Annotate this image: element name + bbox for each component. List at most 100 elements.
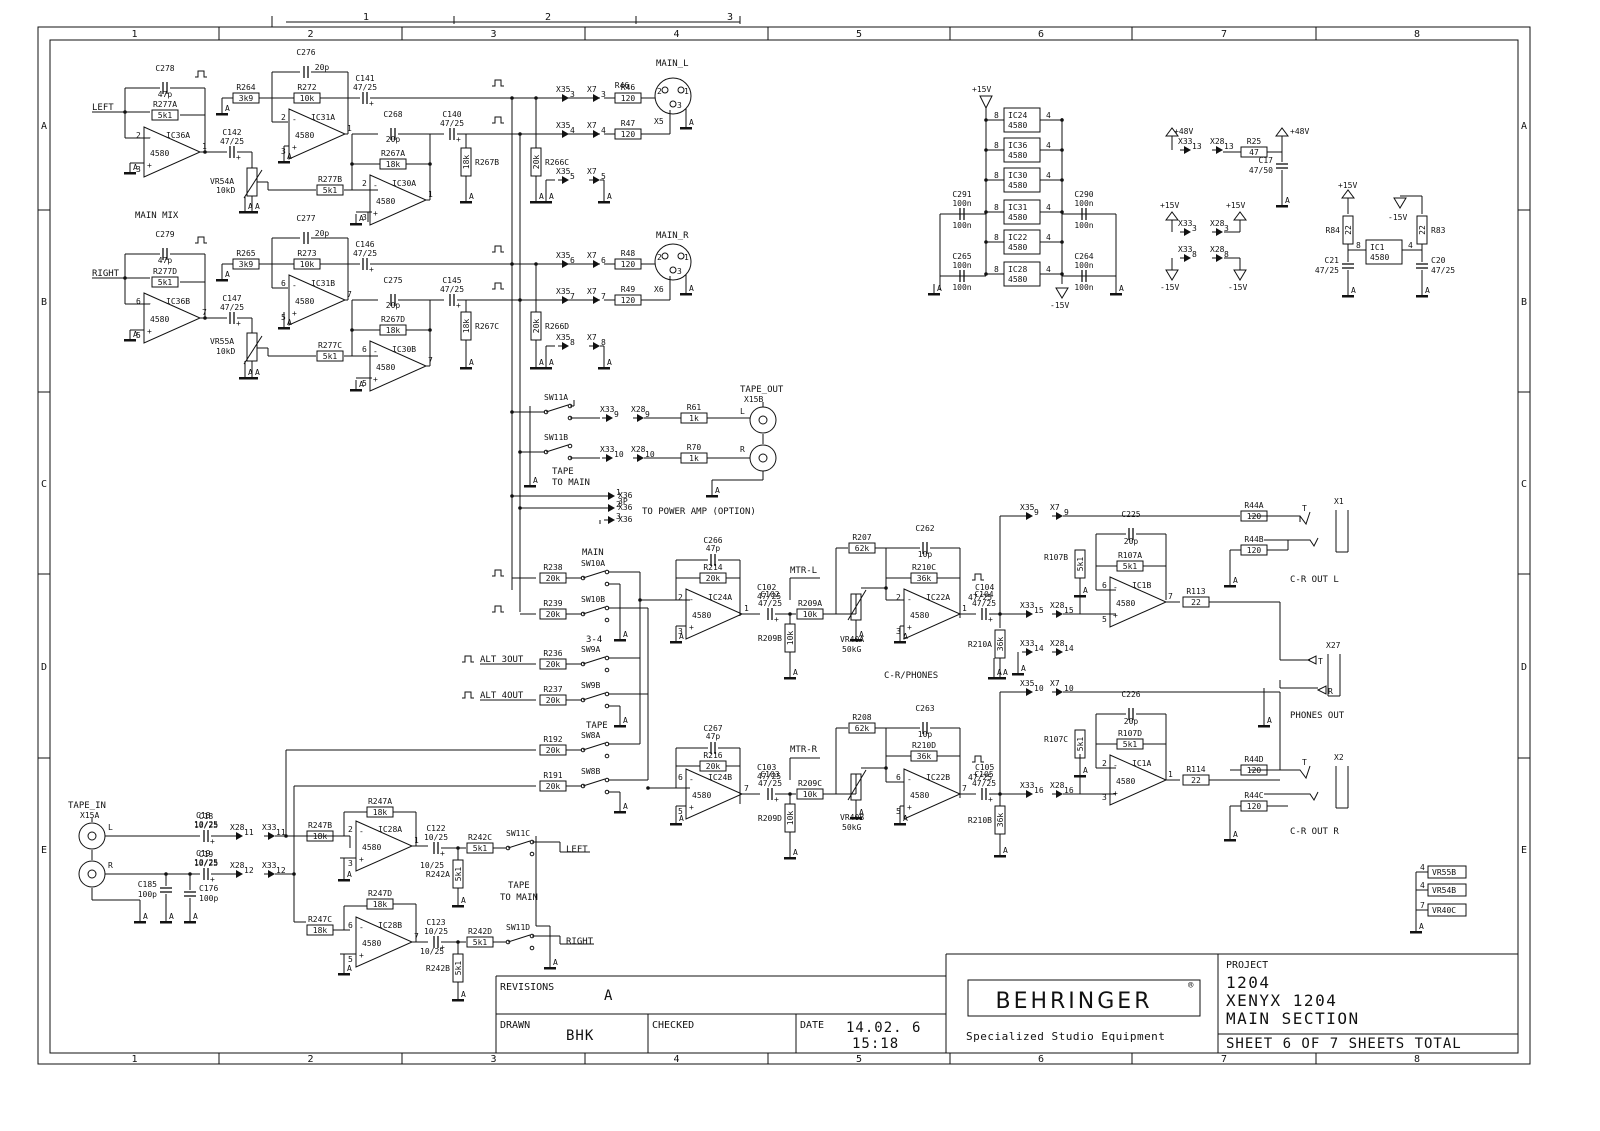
switch-sw11b[interactable] (543, 443, 573, 461)
pin-number: 4 (1408, 241, 1413, 250)
capacitor-value: 20p (386, 135, 401, 144)
resistor-r242c (466, 842, 494, 854)
section-label-power-amp: TO POWER AMP (OPTION) (642, 507, 756, 517)
connector-ref: X28 (1210, 219, 1225, 228)
resistor-value: 20k (546, 696, 561, 705)
resistor-value: 5k1 (454, 867, 463, 882)
label: C19 (196, 849, 211, 858)
opamp-noninverting: + (147, 327, 152, 336)
ic-part: 4580 (1008, 213, 1027, 222)
wiring (91, 71, 1428, 990)
pin-number: 9 (1064, 508, 1069, 517)
switch-sw8b[interactable] (580, 777, 610, 795)
connector-ref: X28 (1050, 639, 1065, 648)
resistor-value: 18k (313, 926, 328, 935)
switch-sw10b[interactable] (580, 605, 610, 623)
capacitor-value: 47/25 (1315, 266, 1339, 275)
capacitor-ref: C185 (138, 880, 157, 889)
capacitor-value: 20p (315, 229, 330, 238)
jack-ref: X27 (1326, 641, 1341, 650)
switch-sw11a[interactable] (543, 403, 573, 421)
pin-number: 1 (744, 604, 749, 613)
ground-label: A (1119, 284, 1124, 293)
ground-label: A (689, 118, 694, 127)
jack-tip: T (1302, 504, 1307, 513)
opamp-part: 4580 (910, 791, 929, 800)
resistor-value: 22 (1191, 776, 1201, 785)
ground-symbol (1416, 295, 1428, 298)
drawn-by-value: BHK (566, 1028, 594, 1044)
pot-ref-vr40c (1427, 903, 1467, 917)
ground-symbol (530, 201, 542, 204)
resistor-value: 5k1 (158, 278, 173, 287)
rail-label: +15V (972, 85, 991, 94)
opamp-ref: IC31B (311, 279, 335, 288)
pin-number: 3 (677, 101, 682, 110)
ground-symbol (1224, 839, 1236, 842)
resistor-ref: R210A (968, 640, 992, 649)
tape-to-main-label: TAPE (508, 881, 530, 891)
resistor-ref: R242A (426, 870, 450, 879)
jack-ref: X2 (1334, 753, 1344, 762)
opamp-ic28b (355, 916, 414, 968)
pin-number: 3 (1102, 793, 1107, 802)
resistor-ref: R44B (1244, 535, 1263, 544)
pot-value: 50kG (842, 645, 861, 654)
resistor-r83 (1416, 215, 1428, 245)
opamp-noninverting: + (359, 951, 364, 960)
resistor-ref: R264 (236, 83, 255, 92)
brand-registered-mark: ® (1188, 981, 1194, 991)
power-ic-ic36 (1003, 137, 1041, 163)
pin-number: 8 (994, 233, 999, 242)
ground-symbol (850, 817, 862, 820)
capacitor-value: 47/25 (972, 599, 996, 608)
rail-minus15-symbol (1055, 287, 1069, 299)
grid-column-label: 2 (307, 1054, 313, 1065)
pin-number: 2 (896, 593, 901, 602)
ground-label: A (1419, 922, 1424, 931)
switch-ref: SW11C (506, 829, 530, 838)
label: 47/25 (968, 593, 992, 602)
pin-number: 5 (281, 313, 286, 322)
switch-sw11c[interactable] (505, 839, 535, 857)
opamp-ref: IC30A (392, 179, 416, 188)
connector-ref: X35 (556, 333, 571, 342)
connector-ref: X35 (1020, 503, 1035, 512)
switch-sw10a[interactable] (580, 569, 610, 587)
rail-label: +48V (1290, 127, 1309, 136)
capacitor-c141 (362, 91, 368, 105)
resistor-value: 20k (546, 746, 561, 755)
resistor-r267a (379, 158, 407, 170)
jack-ring: R (1328, 687, 1333, 696)
resistor-r265 (232, 258, 260, 270)
switch-sw9a[interactable] (580, 655, 610, 673)
opamp-inverting: - (292, 281, 297, 290)
switch-ref: SW9B (581, 681, 600, 690)
capacitor-c19 (203, 867, 209, 881)
potentiometer-vr55a (246, 332, 258, 362)
resistor-value: 36k (917, 574, 932, 583)
connector-ref: X28 (230, 823, 245, 832)
ground-symbol (160, 921, 172, 924)
ground-label: A (143, 912, 148, 921)
capacitor-ref: C279 (155, 230, 174, 239)
connector-ref: X7 (587, 287, 597, 296)
resistor-ref: R107C (1044, 735, 1068, 744)
opamp-inverting: - (1113, 583, 1118, 592)
switch-sw11d[interactable] (505, 933, 535, 951)
switch-sw8a[interactable] (580, 741, 610, 759)
resistor-ref: R277D (153, 267, 177, 276)
resistor-ref: R277A (153, 100, 177, 109)
grid-column-label: 4 (673, 29, 679, 40)
resistor-value: 18k (313, 832, 328, 841)
pin-number: 11 (244, 828, 254, 837)
xlr-main-r (654, 243, 692, 281)
connector-pin (1026, 648, 1033, 656)
resistor-r47 (614, 128, 642, 140)
switch-sw9b[interactable] (580, 691, 610, 709)
ground-label: A (359, 380, 364, 389)
connector-ref: X35 (556, 85, 571, 94)
resistor-r44c (1240, 800, 1268, 812)
switch-label-tape: TAPE (586, 721, 608, 731)
